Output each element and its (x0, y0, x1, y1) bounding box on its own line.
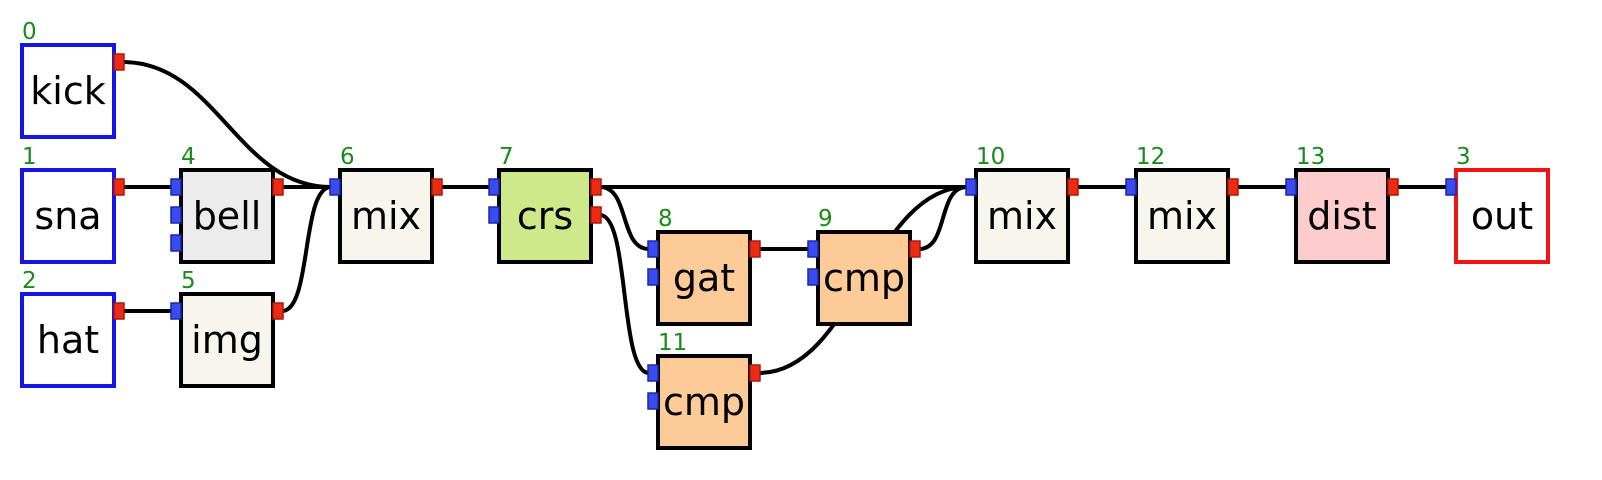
node-id-label: 11 (658, 330, 687, 356)
node-13-dist[interactable]: 13 dist (1285, 144, 1399, 264)
node-5-img[interactable]: 5 img (170, 268, 284, 388)
node-title: dist (1307, 194, 1376, 238)
node-box[interactable] (1454, 168, 1550, 264)
output-port-0[interactable] (113, 178, 125, 196)
input-port-0[interactable] (647, 240, 659, 258)
node-title: mix (351, 194, 421, 238)
output-port-0[interactable] (1227, 178, 1239, 196)
node-title: out (1471, 194, 1533, 238)
node-9-cmp[interactable]: 9 cmp (807, 206, 921, 326)
node-title: sna (34, 194, 101, 238)
node-box[interactable] (1134, 168, 1230, 264)
output-port-1[interactable] (590, 206, 602, 224)
node-id-label: 10 (976, 144, 1005, 170)
output-port-0[interactable] (1387, 178, 1399, 196)
node-box[interactable] (20, 168, 116, 264)
node-id-label: 3 (1456, 144, 1471, 170)
wire-9-to-10[interactable] (918, 185, 968, 251)
node-id-label: 13 (1296, 144, 1325, 170)
input-port-1[interactable] (488, 206, 500, 224)
input-port-0[interactable] (647, 364, 659, 382)
input-port-0[interactable] (170, 302, 182, 320)
node-id-label: 2 (22, 268, 37, 294)
node-4-bell[interactable]: 4 bell (170, 144, 284, 264)
node-box[interactable] (179, 168, 275, 264)
node-11-cmp[interactable]: 11 cmp (647, 330, 761, 450)
node-box[interactable] (179, 292, 275, 388)
input-port-1[interactable] (647, 392, 659, 410)
node-box[interactable] (1294, 168, 1390, 264)
node-id-label: 9 (818, 206, 833, 232)
node-box[interactable] (497, 168, 593, 264)
wire-7-to-8[interactable] (599, 185, 650, 251)
node-title: bell (193, 194, 262, 238)
node-box[interactable] (816, 230, 912, 326)
wire-7-to-11[interactable] (599, 213, 650, 375)
node-12-mix[interactable]: 12 mix (1125, 144, 1239, 264)
input-port-0[interactable] (170, 178, 182, 196)
node-title: kick (30, 69, 105, 113)
input-port-0[interactable] (329, 178, 341, 196)
node-title: cmp (663, 380, 745, 424)
output-port-0[interactable] (749, 240, 761, 258)
output-port-0[interactable] (272, 178, 284, 196)
node-title: mix (987, 194, 1057, 238)
node-box[interactable] (974, 168, 1070, 264)
node-10-mix[interactable]: 10 mix (965, 144, 1079, 264)
output-port-0[interactable] (909, 240, 921, 258)
wires-layer (122, 60, 1448, 375)
input-port-0[interactable] (1125, 178, 1137, 196)
node-6-mix[interactable]: 6 mix (329, 144, 443, 264)
output-port-0[interactable] (590, 178, 602, 196)
output-port-0[interactable] (113, 302, 125, 320)
node-box[interactable] (20, 43, 116, 139)
node-box[interactable] (20, 292, 116, 388)
input-port-1[interactable] (807, 268, 819, 286)
node-id-label: 0 (22, 19, 37, 45)
output-port-0[interactable] (1067, 178, 1079, 196)
node-id-label: 6 (340, 144, 355, 170)
output-port-0[interactable] (113, 53, 125, 71)
input-port-2[interactable] (170, 234, 182, 252)
input-port-1[interactable] (170, 206, 182, 224)
node-id-label: 12 (1136, 144, 1165, 170)
node-title: mix (1147, 194, 1217, 238)
node-0-kick[interactable]: 0 kick (20, 19, 125, 139)
output-port-0[interactable] (272, 302, 284, 320)
node-id-label: 5 (181, 268, 196, 294)
node-id-label: 1 (22, 144, 37, 170)
wire-0-to-6[interactable] (122, 60, 332, 189)
input-port-0[interactable] (1285, 178, 1297, 196)
node-title: hat (37, 318, 99, 362)
output-port-0[interactable] (749, 364, 761, 382)
input-port-0[interactable] (807, 240, 819, 258)
node-title: crs (517, 194, 573, 238)
node-id-label: 7 (499, 144, 514, 170)
input-port-1[interactable] (647, 268, 659, 286)
input-port-0[interactable] (965, 178, 977, 196)
output-port-0[interactable] (431, 178, 443, 196)
node-id-label: 4 (181, 144, 196, 170)
node-1-sna[interactable]: 1 sna (20, 144, 125, 264)
node-id-label: 8 (658, 206, 673, 232)
wire-5-to-6[interactable] (281, 185, 332, 313)
node-box[interactable] (656, 354, 752, 450)
node-title: cmp (823, 256, 905, 300)
node-title: img (191, 318, 263, 362)
input-port-0[interactable] (1445, 178, 1457, 196)
node-title: gat (673, 256, 735, 300)
node-box[interactable] (338, 168, 434, 264)
input-port-0[interactable] (488, 178, 500, 196)
